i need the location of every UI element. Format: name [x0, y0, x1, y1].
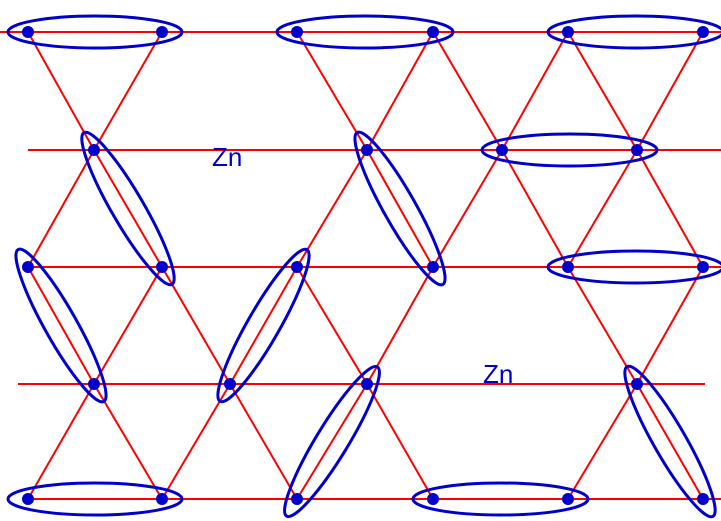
zn-site-label-lower: Zn — [483, 359, 513, 389]
diagonal-bond — [27, 383, 95, 500]
atom-sites — [22, 26, 709, 505]
diagonal-bond — [161, 383, 231, 500]
atom-dot — [291, 261, 303, 273]
diagonal-bond — [366, 266, 434, 385]
atom-dot — [697, 26, 709, 38]
diagonal-bond — [432, 31, 503, 151]
diagonal-bond — [636, 266, 704, 385]
diagonal-bond — [93, 383, 163, 500]
diagonal-bond — [366, 31, 434, 151]
bond-network — [0, 31, 721, 500]
atom-dot — [697, 261, 709, 273]
diagonal-bond — [161, 266, 231, 385]
dimer-ellipse — [546, 14, 721, 50]
diagonal-bond — [93, 31, 163, 151]
atom-dot — [562, 493, 574, 505]
dimer-ellipse — [14, 247, 108, 404]
atom-dot — [427, 26, 439, 38]
atom-dot — [291, 493, 303, 505]
diagonal-bond — [432, 149, 503, 268]
diagonal-bond — [27, 149, 95, 268]
dimer-ellipse — [546, 249, 721, 285]
atom-dot — [361, 378, 373, 390]
atom-dot — [427, 261, 439, 273]
diagonal-bond — [567, 31, 638, 151]
atom-dot — [697, 493, 709, 505]
dimer-ellipse — [6, 481, 184, 517]
dimer-ellipse — [275, 14, 455, 50]
dimer-ellipse — [480, 132, 659, 168]
dimer-ellipse — [80, 130, 176, 287]
atom-dot — [631, 378, 643, 390]
diagonal-bond — [93, 266, 163, 385]
diagonal-bond — [567, 149, 638, 268]
dimer-rings — [6, 14, 721, 519]
dimer-ellipse — [353, 130, 447, 287]
diagonal-bond — [636, 383, 704, 500]
diagonal-bond — [366, 383, 434, 500]
atom-dot — [156, 261, 168, 273]
atom-dot — [156, 493, 168, 505]
diagonal-bond — [296, 149, 368, 268]
dimer-ellipse — [411, 481, 590, 517]
diagonal-bond — [296, 383, 368, 500]
atom-dot — [22, 26, 34, 38]
atom-dot — [156, 26, 168, 38]
atom-dot — [224, 378, 236, 390]
atom-dot — [427, 493, 439, 505]
dimer-ellipse — [283, 364, 381, 519]
atom-dot — [88, 144, 100, 156]
diagonal-bond — [501, 31, 569, 151]
dimer-ellipse — [216, 247, 311, 404]
atom-dot — [22, 261, 34, 273]
diagonal-bond — [229, 383, 298, 500]
diagonal-bond — [636, 149, 704, 268]
atom-dot — [22, 493, 34, 505]
atom-dot — [562, 261, 574, 273]
atom-dot — [562, 26, 574, 38]
diagonal-bond — [93, 149, 163, 268]
diagonal-bond — [366, 149, 434, 268]
atom-dot — [496, 144, 508, 156]
diagonal-bond — [636, 31, 704, 151]
zn-site-label-upper: Zn — [212, 142, 242, 172]
diagonal-bond — [229, 266, 298, 385]
diagonal-bond — [501, 149, 569, 268]
diagonal-bond — [27, 31, 95, 151]
dimer-ellipse — [6, 14, 184, 50]
atom-dot — [88, 378, 100, 390]
diagonal-bond — [296, 31, 368, 151]
atom-dot — [631, 144, 643, 156]
diagonal-bond — [567, 266, 638, 385]
diagonal-bond — [27, 266, 95, 385]
diagonal-bond — [296, 266, 368, 385]
dimer-ellipse — [623, 364, 717, 519]
atom-dot — [361, 144, 373, 156]
atom-dot — [291, 26, 303, 38]
diagonal-bond — [567, 383, 638, 500]
